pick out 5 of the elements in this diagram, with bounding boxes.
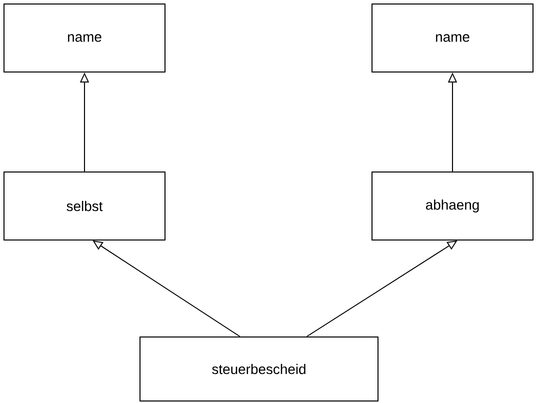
class-box: abhaeng	[372, 172, 534, 240]
class-box: steuerbescheid	[140, 336, 378, 402]
class-box: name	[372, 4, 534, 72]
class-box: selbst	[4, 172, 166, 240]
class-box: name	[4, 4, 166, 72]
